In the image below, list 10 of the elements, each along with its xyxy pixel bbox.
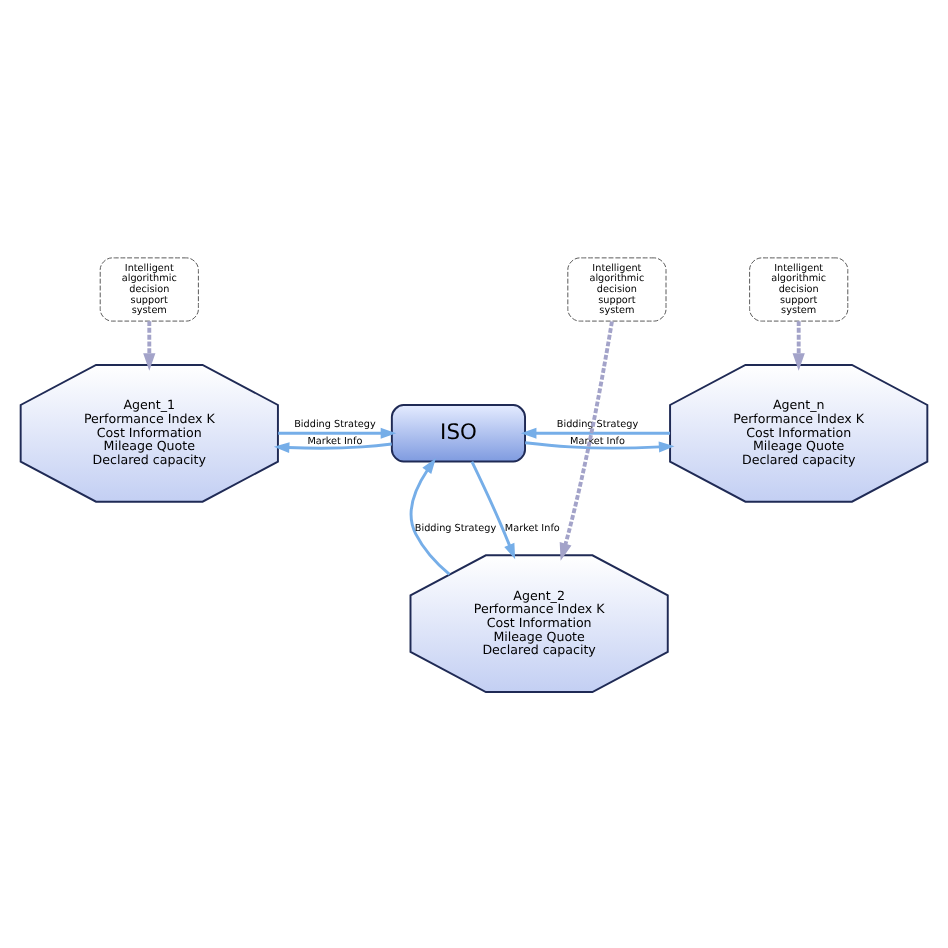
node-box: ISO [390,403,526,462]
arrow [470,460,516,559]
arrow [792,320,805,370]
arrow [525,440,675,452]
arrow [559,320,614,560]
arrow [520,426,671,438]
arrow [409,457,451,575]
arrow [143,320,156,370]
arrow [273,441,392,453]
arrow [278,426,397,438]
